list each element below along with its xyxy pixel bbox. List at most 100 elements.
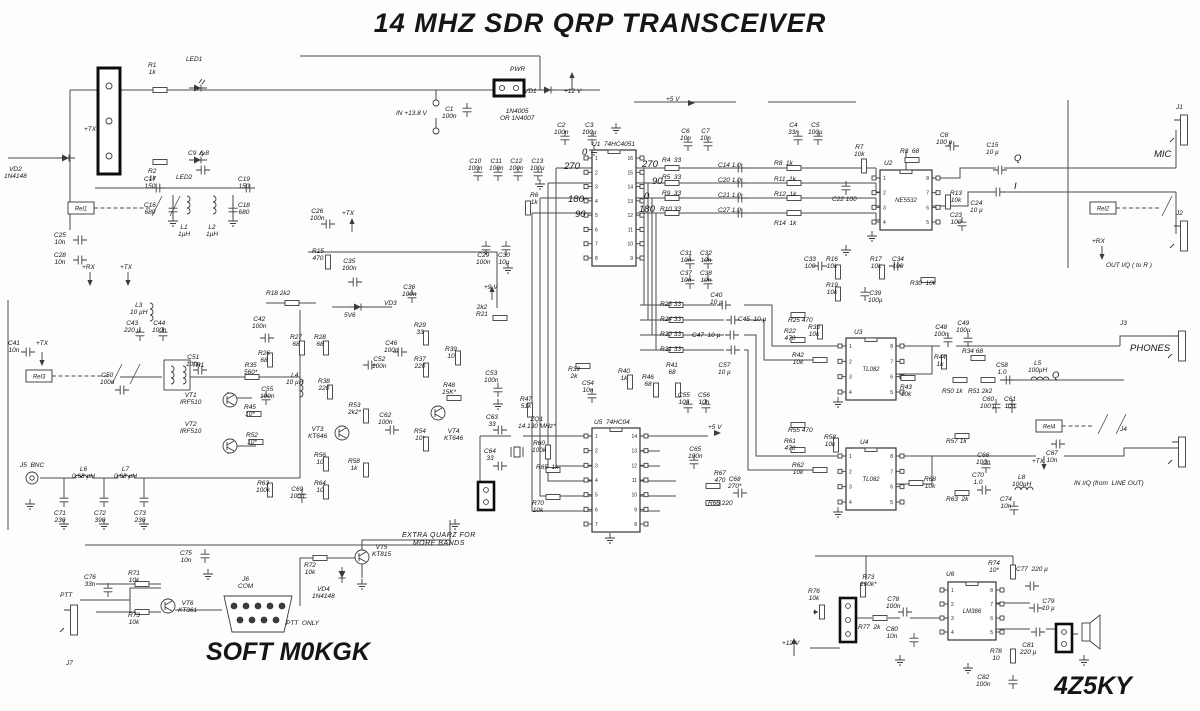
label: C40 10 µ bbox=[710, 292, 723, 306]
label: L5 100µH bbox=[1028, 360, 1048, 374]
coilv-symbol bbox=[212, 195, 217, 215]
rh-symbol bbox=[872, 615, 888, 621]
relay-rel4: Rel4 bbox=[1035, 419, 1063, 433]
label: R48 15K* bbox=[442, 382, 457, 396]
label: C44 100n bbox=[152, 320, 167, 334]
label: J6 COM bbox=[238, 576, 254, 590]
cv-symbol bbox=[703, 255, 713, 269]
tr-symbol bbox=[222, 392, 238, 408]
svg-text:2: 2 bbox=[595, 170, 598, 176]
ar-symbol bbox=[688, 100, 695, 106]
label: R30 33 bbox=[660, 331, 681, 338]
bnc-symbol bbox=[25, 471, 39, 485]
tr-symbol bbox=[160, 598, 176, 614]
label: R10 33 bbox=[660, 206, 681, 213]
switch-contacts bbox=[111, 195, 1173, 435]
rh-symbol bbox=[954, 490, 970, 496]
cv-symbol bbox=[793, 131, 803, 145]
label: R54 10* bbox=[414, 428, 426, 442]
cv-symbol bbox=[473, 167, 483, 181]
rh-symbol bbox=[812, 357, 828, 363]
dn-symbol bbox=[125, 272, 131, 286]
cv-symbol bbox=[200, 549, 210, 563]
label: C20 1.0 bbox=[718, 177, 741, 184]
label: C80 10n bbox=[886, 626, 898, 640]
label: L4 10 µH bbox=[286, 372, 304, 386]
label: 1N4005 OR 1N4007 bbox=[500, 108, 535, 122]
label: C12 100n bbox=[509, 158, 524, 172]
rh-symbol bbox=[284, 300, 300, 306]
svg-text:LM386: LM386 bbox=[963, 609, 982, 615]
coil-symbol bbox=[1030, 376, 1050, 381]
up-symbol bbox=[349, 218, 355, 232]
tr-symbol bbox=[430, 405, 446, 421]
gnd-symbol bbox=[833, 397, 843, 408]
label: C58 1.0 bbox=[996, 362, 1008, 376]
label: VD3 bbox=[384, 300, 397, 307]
label: R53 2k2* bbox=[348, 402, 362, 416]
label: R2 1k bbox=[148, 168, 157, 182]
label: R26 68 bbox=[258, 350, 270, 364]
svg-text:3: 3 bbox=[849, 375, 852, 381]
gnd-symbol bbox=[203, 569, 213, 580]
rh-symbol bbox=[812, 467, 828, 473]
label: C7 10n bbox=[700, 128, 711, 142]
label: C30 10µ bbox=[498, 252, 510, 266]
label: C46 100n bbox=[384, 340, 399, 354]
rv-symbol bbox=[1010, 564, 1016, 580]
rh-symbol bbox=[904, 157, 920, 163]
label: IN I/Q (from LINE OUT) bbox=[1074, 480, 1144, 487]
label: +TX bbox=[1032, 458, 1045, 465]
svg-text:5: 5 bbox=[990, 630, 993, 636]
rv-symbol bbox=[835, 264, 841, 280]
rv-symbol bbox=[423, 436, 429, 452]
label: R63 2k bbox=[946, 496, 969, 503]
label: C11 100n bbox=[489, 158, 504, 172]
rh-symbol bbox=[134, 581, 150, 587]
gnd-symbol bbox=[59, 519, 69, 530]
coilv-symbol bbox=[149, 302, 154, 322]
svg-text:1: 1 bbox=[951, 588, 954, 594]
ch-symbol bbox=[733, 163, 747, 173]
cv-symbol bbox=[462, 103, 472, 117]
ch-symbol bbox=[1031, 627, 1045, 637]
svg-text:8: 8 bbox=[990, 588, 993, 594]
label: R16 10k bbox=[826, 256, 838, 270]
rv-symbol bbox=[363, 462, 369, 478]
label: R8 1k bbox=[774, 160, 793, 167]
cv-symbol bbox=[59, 493, 69, 507]
cv-symbol bbox=[135, 327, 145, 341]
label: C81 220 µ bbox=[1020, 642, 1037, 656]
label: 0 bbox=[644, 191, 650, 202]
svg-text:NE5532: NE5532 bbox=[895, 198, 917, 204]
rh-symbol bbox=[790, 447, 806, 453]
rh-symbol bbox=[952, 377, 968, 383]
label: R11 1k bbox=[774, 176, 796, 183]
cv-symbol bbox=[168, 203, 178, 217]
label: R63 100k bbox=[256, 480, 271, 494]
svg-text:8: 8 bbox=[634, 522, 637, 528]
ar-symbol bbox=[714, 430, 721, 436]
label: J4 bbox=[1120, 426, 1127, 433]
rv-symbol bbox=[945, 194, 951, 210]
rv-symbol bbox=[325, 254, 331, 270]
rh-symbol bbox=[545, 494, 561, 500]
svg-text:Rel2: Rel2 bbox=[1097, 207, 1110, 213]
svg-text:1: 1 bbox=[849, 344, 852, 350]
label: R37 220 bbox=[414, 356, 426, 370]
relay-dashed-links bbox=[52, 207, 1160, 427]
ch-symbol bbox=[733, 488, 747, 498]
label: J1 bbox=[1176, 104, 1183, 111]
label: R40 1k bbox=[618, 368, 630, 382]
label: R66 220 bbox=[708, 500, 733, 507]
cv-symbol bbox=[957, 217, 967, 231]
o-symbol bbox=[432, 99, 440, 107]
tr-symbol bbox=[354, 549, 370, 565]
rh-symbol bbox=[152, 87, 168, 93]
svg-text:4: 4 bbox=[951, 630, 954, 636]
label: C63 33 bbox=[486, 414, 498, 428]
label: C74 10n bbox=[1000, 496, 1012, 510]
